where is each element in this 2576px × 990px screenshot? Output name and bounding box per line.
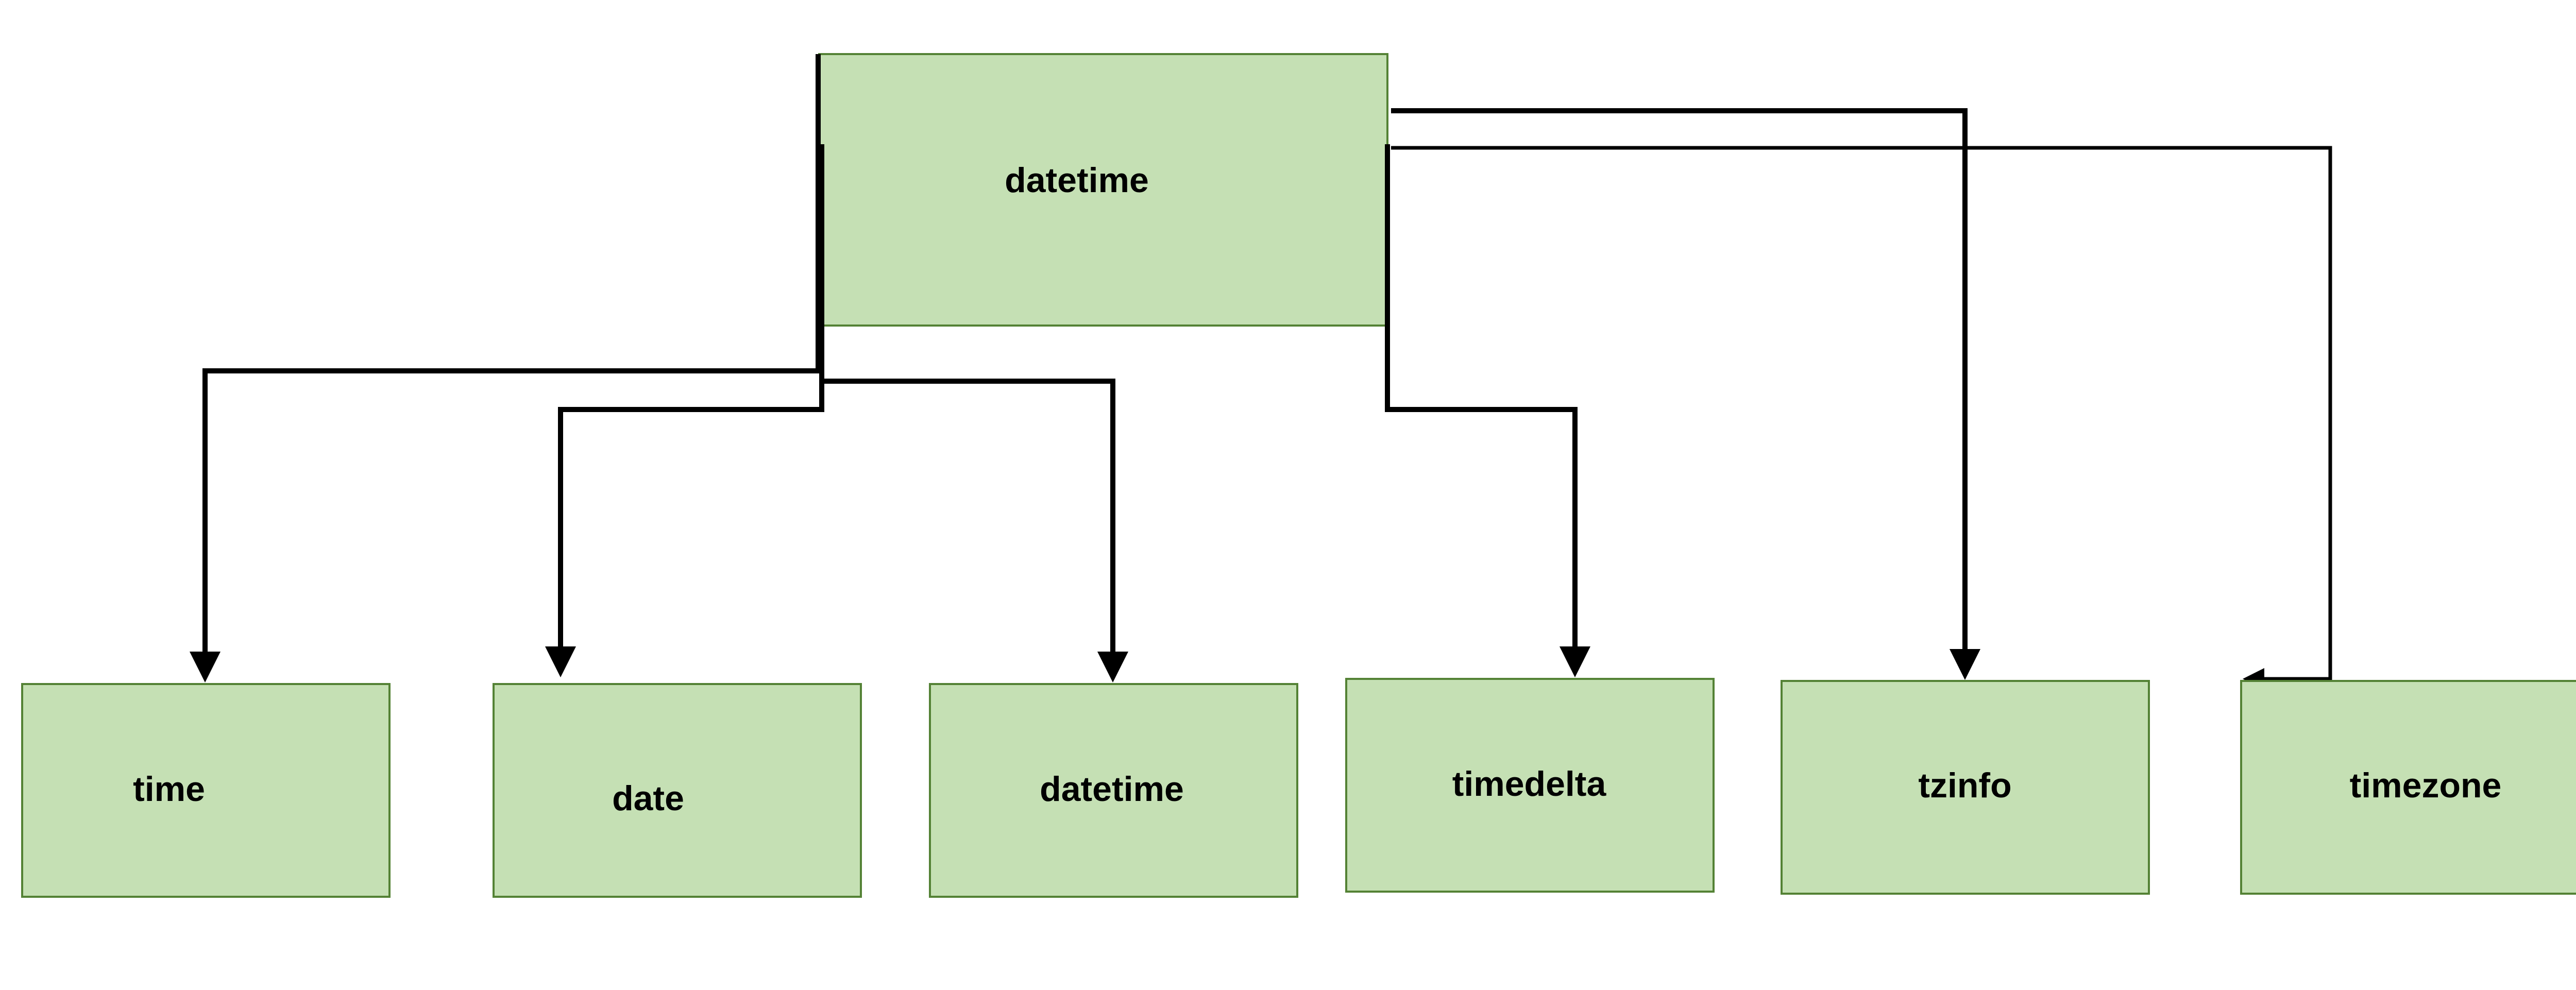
root-label: datetime [1005, 161, 1149, 200]
child-node-date: date [493, 683, 862, 898]
child-box [929, 683, 1298, 898]
child-node-timedelta: timedelta [1345, 678, 1715, 893]
child-label: tzinfo [1918, 766, 2011, 805]
connector-to-datetime [822, 379, 1128, 682]
child-box [493, 683, 862, 898]
connector-to-timezone [1391, 146, 2332, 690]
child-box [1781, 680, 2150, 895]
child-node-tzinfo: tzinfo [1781, 680, 2150, 895]
root-box [818, 53, 1388, 327]
connectors [190, 54, 2332, 690]
child-box [2240, 680, 2576, 895]
connector-to-timedelta [1387, 407, 1590, 677]
child-label: timezone [2350, 766, 2502, 805]
connector-to-time [190, 368, 818, 682]
child-label: timedelta [1452, 764, 1607, 804]
child-box [1345, 678, 1715, 893]
connector-to-date [545, 407, 822, 677]
child-box [21, 683, 391, 898]
child-label: datetime [1040, 770, 1184, 809]
child-node-time: time [21, 683, 391, 898]
root-node-datetime: datetime [818, 53, 1388, 327]
child-node-datetime: datetime [929, 683, 1298, 898]
child-label: time [133, 770, 205, 809]
child-node-timezone: timezone [2240, 680, 2576, 895]
connector-to-tzinfo [1391, 108, 1980, 680]
child-label: date [612, 779, 684, 818]
